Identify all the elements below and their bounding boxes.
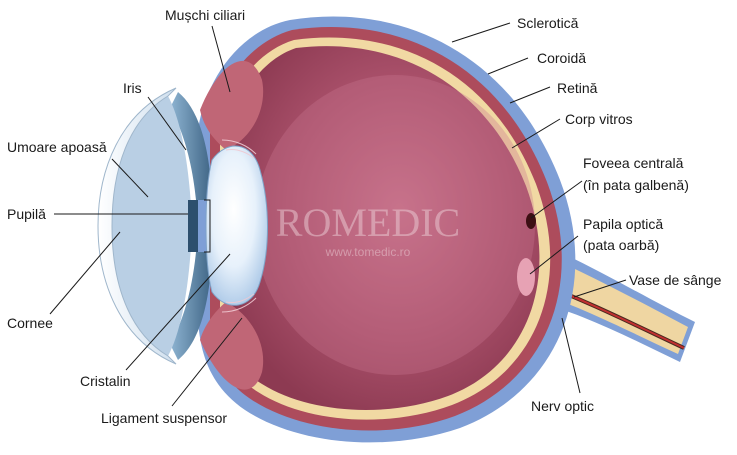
label-nerv-optic: Nerv optic [531,398,594,414]
label-muschi-ciliari: Mușchi ciliari [165,7,245,23]
label-foveea-line1: Foveea centrală [583,155,684,171]
label-cristalin: Cristalin [80,373,131,389]
label-foveea-line2: (în pata galbenă) [583,177,689,193]
lens [205,145,268,306]
label-vase-de-sange: Vase de sânge [629,272,722,288]
label-umoare-apoasa: Umoare apoasă [7,139,107,155]
cornea [97,87,177,365]
label-cornee: Cornee [7,315,53,331]
suspensory-ligament [221,139,257,313]
anterior-segment [97,60,268,390]
vitreous-body [228,46,540,410]
watermark: ROMEDIC www.tomedic.ro [276,200,460,259]
labels: Mușchi ciliari Iris Umoare apoasă Pupilă… [7,7,722,426]
label-ligament-suspensor: Ligament suspensor [101,410,227,426]
watermark-brand: ROMEDIC [276,200,460,245]
label-pupila: Pupilă [7,206,46,222]
label-corp-vitros: Corp vitros [565,111,633,127]
label-coroida: Coroidă [537,50,586,66]
watermark-url: www.tomedic.ro [325,245,411,259]
label-papila-line2: (pata oarbă) [583,237,659,253]
fovea [526,213,536,229]
eye-globe [198,16,576,443]
leader-lines [49,22,627,407]
label-retina: Retină [557,80,598,96]
aqueous-humor [112,96,192,356]
label-papila-line1: Papila optică [583,216,663,232]
ciliary-muscle [200,60,264,150]
pupil [188,200,198,252]
optic-disc [517,258,535,296]
iris [170,92,212,200]
label-iris: Iris [123,80,142,96]
label-sclerotica: Sclerotică [517,15,579,31]
